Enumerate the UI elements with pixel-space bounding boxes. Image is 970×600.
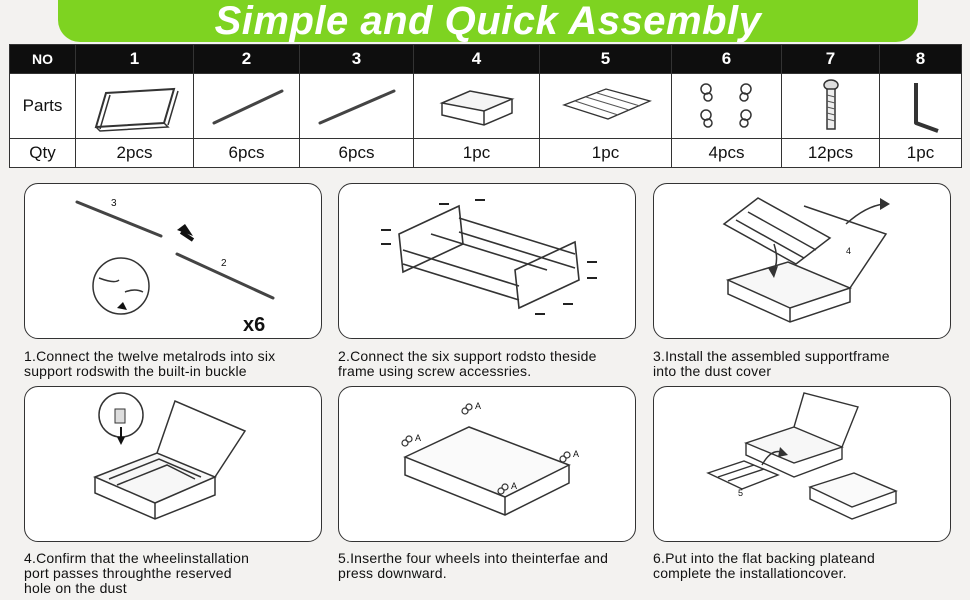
- step-5-caption-line: press downward.: [338, 565, 447, 581]
- wheel-label: A: [511, 481, 518, 491]
- step-5-panel: A A A A: [338, 386, 636, 542]
- qty-label: Qty: [9, 138, 76, 168]
- step-4-illustration: [93, 392, 247, 520]
- parts-table: NO 1 2 3 4 5 6 7 8 Parts: [9, 44, 962, 168]
- col-no-4: 4: [413, 44, 540, 74]
- step-5-illustration: [401, 403, 571, 516]
- wheel-label: A: [415, 433, 422, 443]
- qty-6: 4pcs: [671, 138, 782, 168]
- step-2-caption-line: 2.Connect the six support rodsto theside: [338, 348, 597, 364]
- qty-7: 12pcs: [781, 138, 880, 168]
- banner-title: Simple and Quick Assembly: [214, 0, 762, 43]
- qty-row: Qty 2pcs 6pcs 6pcs 1pc 1pc 4pcs 12pcs 1p…: [9, 138, 962, 168]
- banner: Simple and Quick Assembly: [58, 0, 918, 42]
- side-frame-icon: [94, 87, 179, 132]
- step-2-caption: 2.Connect the six support rodsto theside…: [338, 349, 597, 379]
- step-6-panel: 5: [653, 386, 951, 542]
- step-4-caption-line: port passes throughthe reserved: [24, 565, 232, 581]
- step-4-panel: [24, 386, 322, 542]
- qty-3: 6pcs: [299, 138, 414, 168]
- part-cell-4: [413, 73, 540, 139]
- col-no-3: 3: [299, 44, 414, 74]
- metal-rod-icon: [318, 89, 396, 125]
- step-3-caption: 3.Install the assembled supportframe int…: [653, 349, 890, 379]
- flat-backing-plate-icon: [562, 88, 652, 120]
- qty-4: 1pc: [413, 138, 540, 168]
- parts-label: Parts: [9, 73, 76, 139]
- step-1-caption-line: 1.Connect the twelve metalrods into six: [24, 348, 276, 364]
- parts-row: Parts: [9, 73, 962, 139]
- step-6-caption-line: complete the installationcover.: [653, 565, 847, 581]
- step-1-panel: 3 2 x6: [24, 183, 322, 339]
- part-cell-8: [879, 73, 962, 139]
- step-1-illustration: [75, 200, 275, 315]
- rod-label-3: 3: [111, 198, 117, 209]
- step-6-illustration: [706, 392, 898, 520]
- rod-label-2: 2: [221, 258, 227, 269]
- plate-label-5: 5: [738, 488, 744, 498]
- caster-wheels-icon: [700, 83, 752, 128]
- wheel-label: A: [475, 401, 482, 411]
- part-cell-5: [539, 73, 672, 139]
- step-4-caption: 4.Confirm that the wheelinstallation por…: [24, 551, 249, 596]
- step-4-caption-line: 4.Confirm that the wheelinstallation: [24, 550, 250, 566]
- step-1-caption-line: support rodswith the built-in buckle: [24, 363, 247, 379]
- part-cell-3: [299, 73, 414, 139]
- step-3-panel: 4: [653, 183, 951, 339]
- step-2-illustration: [381, 199, 597, 315]
- col-no-8: 8: [879, 44, 962, 74]
- multiplier-label: x6: [243, 314, 266, 336]
- step-6-caption-line: 6.Put into the flat backing plateand: [653, 550, 876, 566]
- qty-5: 1pc: [539, 138, 672, 168]
- qty-8: 1pc: [879, 138, 962, 168]
- step-2-caption-line: frame using screw accessries.: [338, 363, 532, 379]
- allen-key-icon: [914, 83, 939, 133]
- step-5-caption-line: 5.Inserthe four wheels into theinterfae …: [338, 550, 609, 566]
- step-2-panel: [338, 183, 636, 339]
- step-1-caption: 1.Connect the twelve metalrods into six …: [24, 349, 275, 379]
- part-cell-1: [75, 73, 194, 139]
- col-no-6: 6: [671, 44, 782, 74]
- col-no-2: 2: [193, 44, 300, 74]
- col-no-5: 5: [539, 44, 672, 74]
- part-cell-6: [671, 73, 782, 139]
- part-cell-2: [193, 73, 300, 139]
- wheel-label: A: [573, 449, 580, 459]
- step-3-caption-line: into the dust cover: [653, 363, 772, 379]
- step-4-caption-line: hole on the dust: [24, 580, 127, 596]
- qty-2: 6pcs: [193, 138, 300, 168]
- step-3-caption-line: 3.Install the assembled supportframe: [653, 348, 890, 364]
- screw-icon: [823, 79, 839, 130]
- parts-table-header: NO 1 2 3 4 5 6 7 8: [9, 44, 962, 74]
- col-no-7: 7: [781, 44, 880, 74]
- part-cell-7: [781, 73, 880, 139]
- part-label-4: 4: [846, 246, 852, 256]
- step-5-caption: 5.Inserthe four wheels into theinterfae …: [338, 551, 608, 581]
- no-header: NO: [9, 44, 76, 74]
- dust-cover-box-icon: [439, 90, 515, 126]
- step-3-illustration: [722, 197, 890, 323]
- qty-1: 2pcs: [75, 138, 194, 168]
- col-no-1: 1: [75, 44, 194, 74]
- step-6-caption: 6.Put into the flat backing plateand com…: [653, 551, 875, 581]
- metal-rod-icon: [212, 89, 284, 125]
